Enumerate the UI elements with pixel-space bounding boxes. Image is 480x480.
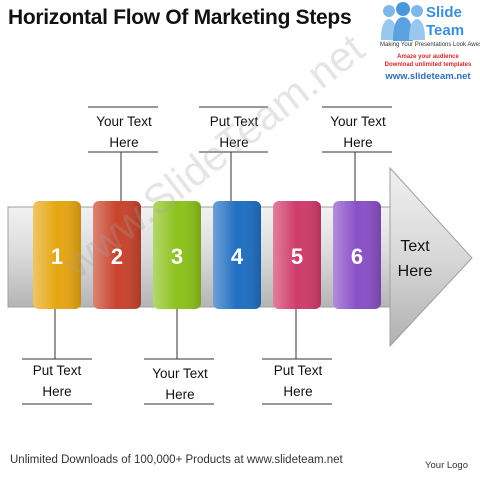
step-tab-3 xyxy=(153,201,201,309)
logo-wordmark: Slide Team xyxy=(426,4,464,40)
footer-text: Unlimited Downloads of 100,000+ Products… xyxy=(10,454,343,466)
people-logo-icon xyxy=(381,2,425,41)
bottom-note-3-line-1: Put Text xyxy=(273,363,323,378)
arrow-text-line-1: Text xyxy=(400,238,430,255)
logo-url-link[interactable]: www.slideteam.net xyxy=(385,71,471,82)
your-logo-placeholder: Your Logo xyxy=(425,460,468,471)
logo-tagline: Making Your Presentations Look Awesome xyxy=(380,42,480,48)
arrow-text-line-2: Here xyxy=(397,263,433,280)
bottom-note-3: Put Text Here xyxy=(258,360,338,402)
top-note-1-line-1: Your Text xyxy=(96,114,152,129)
bottom-note-2-line-1: Your Text xyxy=(152,366,208,381)
logo-word-slide: Slide xyxy=(426,4,462,21)
bottom-note-1: Put Text Here xyxy=(17,360,97,402)
step-number-4: 4 xyxy=(230,244,244,269)
step-number-3: 3 xyxy=(170,244,184,269)
promo-line-1: Amaze your audience xyxy=(397,54,459,60)
bottom-note-3-line-2: Here xyxy=(283,384,313,399)
top-note-3-line-1: Your Text xyxy=(330,114,386,129)
top-note-1-line-2: Here xyxy=(109,135,139,150)
arrow-head xyxy=(389,166,473,348)
step-number-5: 5 xyxy=(290,244,304,269)
logo-word-team: Team xyxy=(426,22,465,39)
promo-line-2: Download unlimited templates xyxy=(384,62,472,68)
arrow-text: Text Here xyxy=(385,234,445,284)
bottom-note-2-line-2: Here xyxy=(165,387,195,402)
top-note-2: Put Text Here xyxy=(194,111,274,153)
step-tabs xyxy=(33,201,381,309)
step-tab-2 xyxy=(93,201,141,309)
top-connectors xyxy=(88,106,392,202)
step-tab-1 xyxy=(33,201,81,309)
top-note-3-line-2: Here xyxy=(343,135,373,150)
step-number-2: 2 xyxy=(110,244,124,269)
slide-title: Horizontal Flow Of Marketing Steps xyxy=(8,6,352,29)
top-note-3: Your Text Here xyxy=(318,111,398,153)
top-note-1: Your Text Here xyxy=(84,111,164,153)
bottom-note-1-line-2: Here xyxy=(42,384,72,399)
top-note-2-line-1: Put Text xyxy=(209,114,259,129)
step-number-1: 1 xyxy=(50,244,64,269)
bottom-connectors xyxy=(22,309,332,405)
step-tab-6 xyxy=(333,201,381,309)
step-number-6: 6 xyxy=(350,244,364,269)
bottom-note-2: Your Text Here xyxy=(140,363,220,405)
top-note-2-line-2: Here xyxy=(219,135,249,150)
step-tab-5 xyxy=(273,201,321,309)
bottom-note-1-line-1: Put Text xyxy=(32,363,82,378)
step-tab-4 xyxy=(213,201,261,309)
